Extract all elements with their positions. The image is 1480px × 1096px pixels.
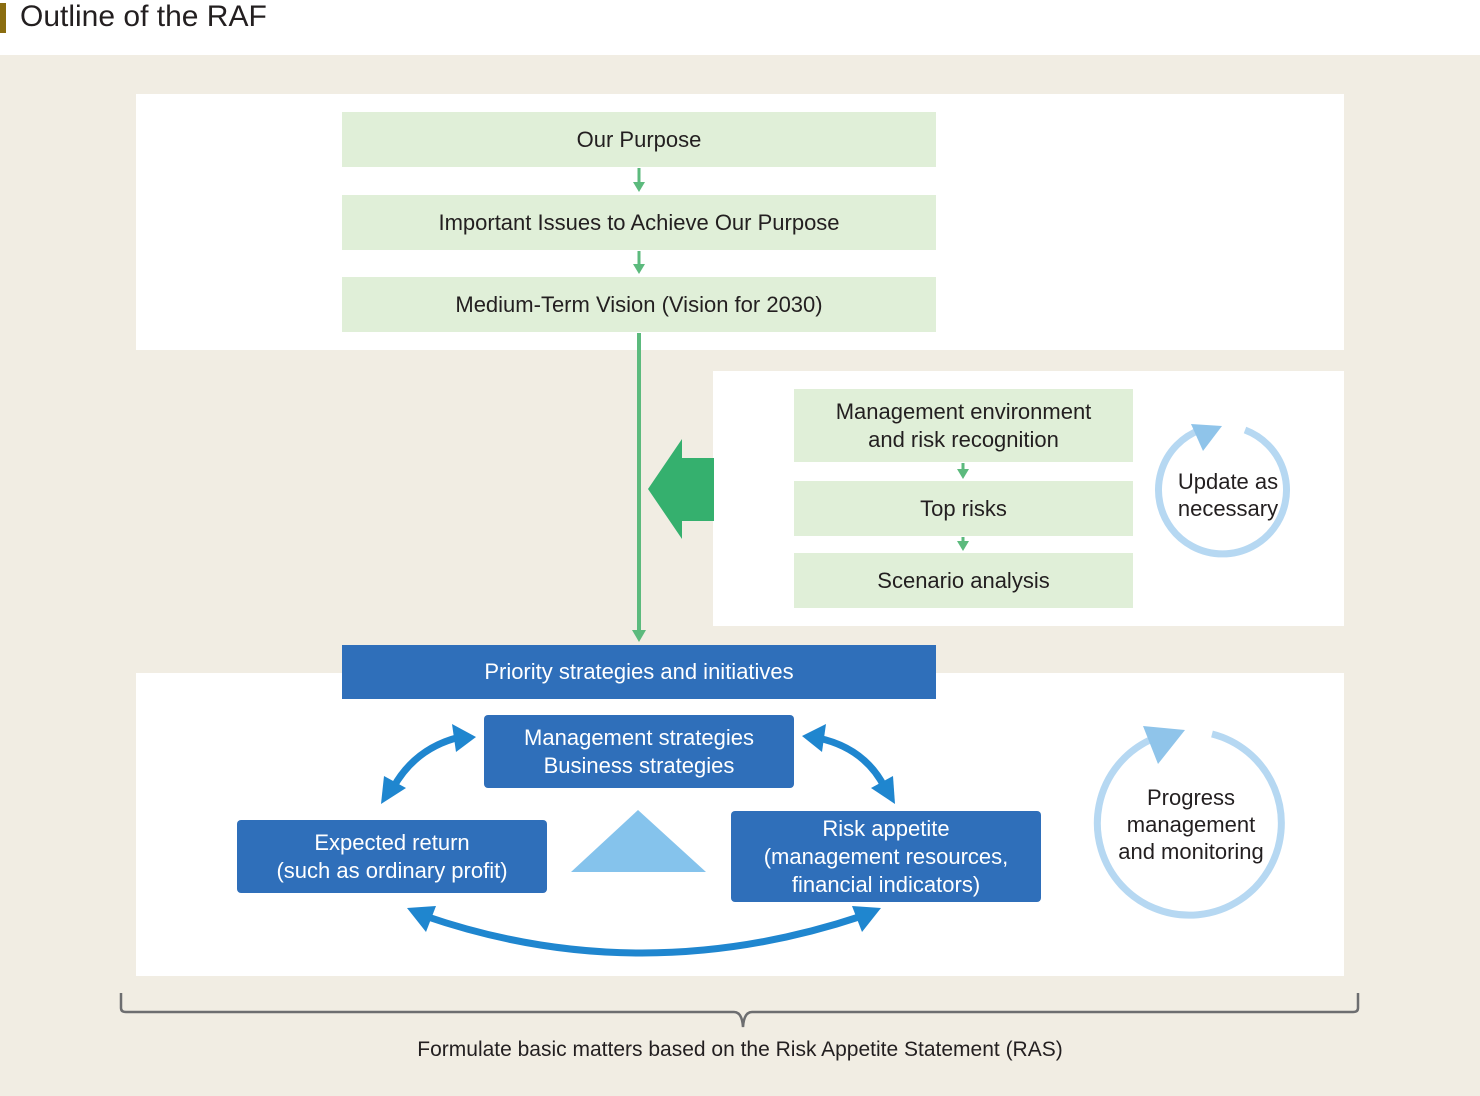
page-title: Outline of the RAF [20,0,267,33]
expected-return-box: Expected return (such as ordinary profit… [237,820,547,893]
scenario-analysis-box: Scenario analysis [794,553,1133,608]
update-cycle-label: Update as necessary [1177,469,1279,521]
medium-term-vision-box: Medium-Term Vision (Vision for 2030) [342,277,936,332]
important-issues-box: Important Issues to Achieve Our Purpose [342,195,936,250]
risk-appetite-box: Risk appetite (management resources, fin… [731,811,1041,902]
ras-caption: Formulate basic matters based on the Ris… [417,1038,1063,1061]
our-purpose-box: Our Purpose [342,112,936,167]
progress-cycle-label: Progress management and monitoring [1118,784,1264,864]
management-environment-box: Management environment and risk recognit… [794,389,1133,462]
top-risks-box: Top risks [794,481,1133,536]
management-strategies-box: Management strategies Business strategie… [484,715,794,788]
priority-strategies-box: Priority strategies and initiatives [342,645,936,699]
title-accent-bar [0,3,6,33]
